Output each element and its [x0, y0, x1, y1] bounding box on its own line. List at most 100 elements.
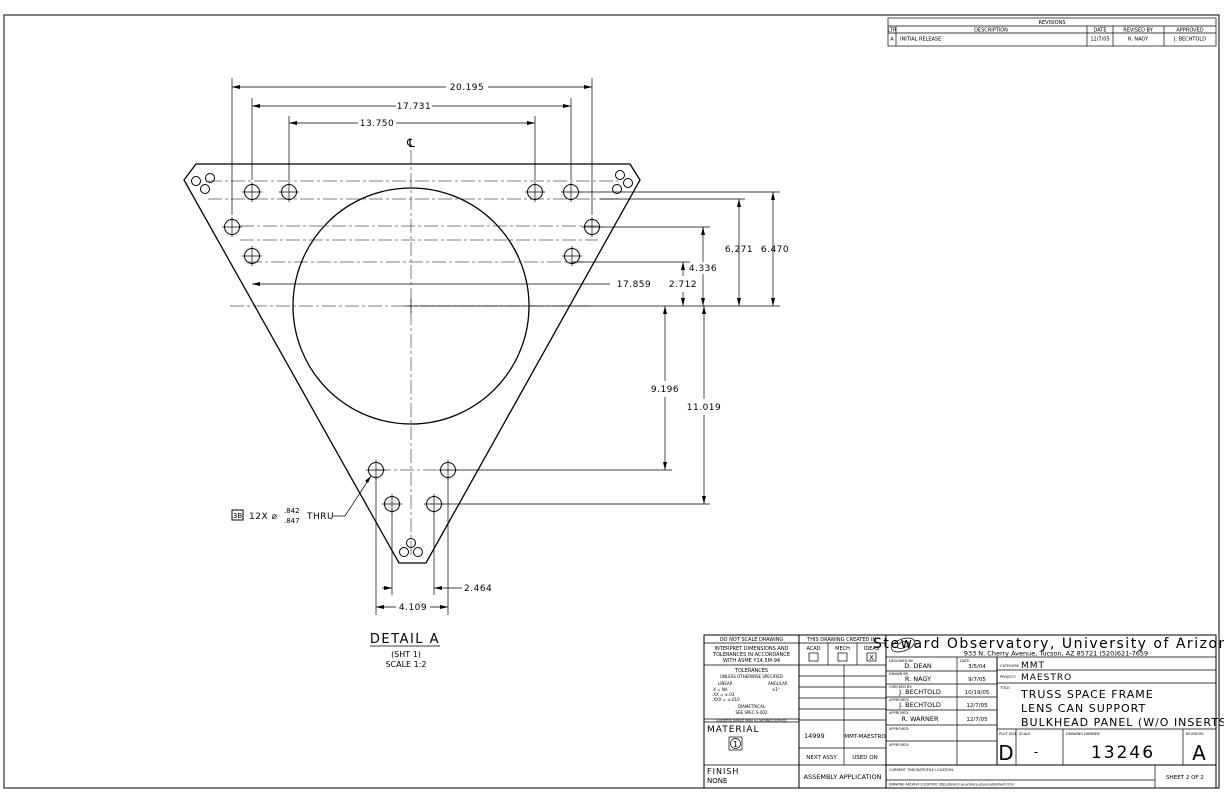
bulkhead-panel: ℄ [183, 136, 641, 564]
mounting-hole [525, 182, 545, 202]
dim-20195: 20.195 [450, 83, 485, 93]
drawn-by: R. NAGY [905, 675, 931, 683]
created-in-header: THIS DRAWING CREATED IN: [806, 637, 878, 643]
note-interpret-1: INTERPRET DIMENSIONS AND [715, 646, 789, 652]
approved3-label: APPROVED: [889, 727, 909, 731]
mounting-hole [222, 217, 242, 237]
note-interpret-3: WITH ASME Y14.5M-94 [723, 658, 780, 664]
assembly-application-label: ASSEMBLY APPLICATION [804, 773, 882, 781]
title-line-3: BULKHEAD PANEL (W/O INSERTS) [1021, 716, 1224, 729]
mounting-hole [242, 246, 262, 266]
dim-17859: 17.859 [617, 280, 652, 290]
note-interpret-2: TOLERANCES IN ACCORDANCE [712, 652, 790, 658]
drawn-label: DRAWN BY: [889, 672, 909, 676]
approved4-label: APPROVED: [889, 743, 909, 747]
sheet-number: SHEET 2 OF 2 [1166, 775, 1204, 781]
drawing-number-value: 13246 [1091, 743, 1155, 763]
mounting-hole [562, 246, 582, 266]
revision-label: REVISION: [1186, 732, 1204, 736]
note-tiny: SUGGESTED SURFACE FINISH ALL MACHINED SU… [716, 719, 786, 723]
created-in-mech: MECH [835, 646, 850, 652]
dim-4336: 4.336 [689, 264, 717, 274]
dim-2712: 2.712 [669, 280, 697, 290]
corner-hole [205, 173, 215, 183]
dim-13750: 13.750 [360, 119, 395, 129]
project-label: PROJECT: [1000, 675, 1016, 679]
dim-6271: 6.271 [725, 245, 753, 255]
title-line-1: TRUSS SPACE FRAME [1020, 688, 1154, 701]
detail-title: DETAIL A [370, 632, 440, 647]
scale-label: SCALE: [1019, 732, 1031, 736]
callout-lower: .847 [284, 517, 300, 525]
rev-header-ltr: LTR [888, 28, 897, 34]
note-linear: LINEAR [718, 681, 733, 686]
material-balloon: 1 [733, 740, 738, 749]
note-tol-1a: ±1° [772, 687, 780, 692]
assy-name: MMT-MAESTRO [844, 734, 886, 740]
rev-row-description: INITIAL RELEASE [900, 37, 941, 43]
dim-2464: 2.464 [464, 584, 492, 594]
approved1-by: J. BECHTOLD [898, 701, 941, 709]
checkbox-ideas-mark: X [869, 654, 874, 662]
org-name: Steward Observatory, University of Arizo… [873, 636, 1224, 652]
mounting-hole [242, 182, 262, 202]
category-label: CATEGORY: [1000, 664, 1020, 668]
designed-date: 3/5/04 [968, 664, 986, 670]
callout-suffix: THRU [306, 512, 334, 522]
checkbox-mech [837, 652, 848, 662]
checked-label: CHECKED BY: [889, 685, 912, 689]
title-block: DO NOT SCALE DRAWING INTERPRET DIMENSION… [703, 634, 1224, 789]
hole-callout: 3B 12X ⌀ .842 .847 THRU [231, 475, 372, 525]
rev-header-approved: APPROVED [1176, 28, 1203, 34]
designed-label: DESIGNED BY: [889, 659, 914, 663]
used-on-label: USED ON [852, 755, 877, 761]
corner-hole [413, 547, 423, 557]
note-tol-3: .XXX = ±.010 [712, 697, 740, 702]
title-line-2: LENS CAN SUPPORT [1021, 702, 1146, 715]
checkbox-acad [808, 652, 819, 662]
designed-by: D. DEAN [904, 662, 932, 670]
dim-6470: 6.470 [761, 245, 789, 255]
archive-location: DRAWING ARCHIVE LOCATION: http://devinci… [889, 783, 1014, 787]
callout-balloon: 3B [233, 512, 242, 520]
note-unless: UNLESS OTHERWISE SPECIFIED [720, 674, 783, 679]
created-in-ideas: IDEAS [864, 646, 879, 652]
rev-header-revised-by: REVISED BY [1123, 28, 1153, 34]
sheet-border [3, 14, 1220, 789]
rev-row-approved: J. BECHTOLD [1173, 37, 1206, 43]
rev-row-revised-by: R. NAGY [1128, 37, 1149, 43]
revisions-title: REVISIONS [1038, 20, 1065, 26]
approved2-by: R. WARNER [902, 715, 939, 723]
rev-header-date: DATE [1093, 28, 1106, 34]
checked-by: J. BECHTOLD [898, 688, 941, 696]
approved1-date: 12/7/05 [966, 703, 988, 709]
checked-date: 10/19/05 [965, 690, 990, 696]
detail-sheet-ref: (SHT 1) [391, 650, 421, 659]
revisions-table: REVISIONS LTR DESCRIPTION DATE REVISED B… [887, 17, 1217, 47]
dim-4109: 4.109 [399, 603, 427, 613]
checkbox-ideas [866, 652, 877, 662]
drawn-date: 9/7/05 [968, 677, 986, 683]
finish-value: NONE [707, 777, 727, 785]
note-tol-2: .XX = ±.03 [712, 692, 735, 697]
callout-prefix: 12X ⌀ [249, 512, 277, 522]
category-value: MMT [1021, 661, 1045, 671]
corner-hole [191, 176, 201, 186]
drawing-number-label: DRAWING NUMBER: [1066, 732, 1100, 736]
mounting-hole [382, 494, 402, 514]
plot-size-value: D [998, 741, 1013, 765]
note-do-not-scale: DO NOT SCALE DRAWING [720, 637, 784, 643]
corner-hole [623, 178, 633, 188]
rev-row-ltr: A [890, 37, 894, 43]
next-assy-label: NEXT ASSY [806, 755, 837, 761]
note-angular: ANGULAR [768, 681, 788, 686]
org-address: 933 N. Cherry Avenue, Tucson, AZ 85721 (… [964, 650, 1148, 658]
mounting-hole [279, 182, 299, 202]
corner-hole [615, 170, 625, 180]
dim-9196: 9.196 [651, 385, 679, 395]
corner-hole [200, 184, 210, 194]
approved2-date: 12/7/05 [966, 717, 988, 723]
note-diametrical: DIAMETRICAL [738, 704, 766, 709]
dimensions: 20.195 17.731 13.750 6.470 6.271 [231, 78, 789, 615]
rev-row-date: 12/7/05 [1090, 37, 1109, 43]
